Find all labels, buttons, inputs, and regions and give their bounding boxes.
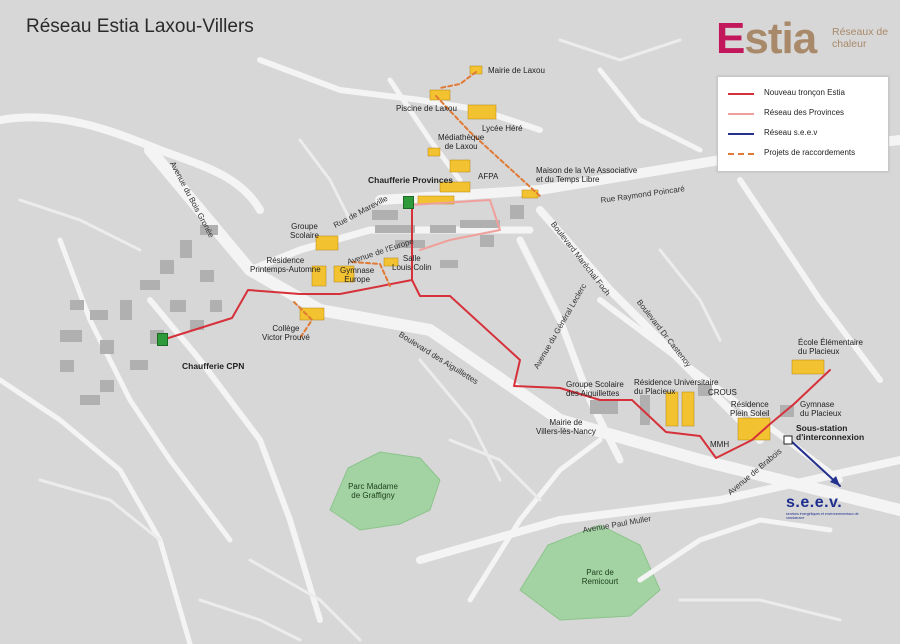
line-projets-3 bbox=[351, 261, 391, 287]
road-network bbox=[0, 57, 900, 644]
line-estia-east bbox=[411, 279, 831, 459]
legend-label: Nouveau tronçon Estia bbox=[764, 88, 845, 97]
legend-swatch bbox=[728, 133, 754, 135]
label-crous: CROUS bbox=[708, 388, 737, 397]
label-salle-colin: Salle Louis Colin bbox=[392, 254, 432, 272]
line-projets-2 bbox=[293, 301, 313, 339]
logo-tagline: Réseaux de chaleur bbox=[832, 26, 889, 50]
building-lycee bbox=[467, 104, 497, 120]
page-title: Réseau Estia Laxou-Villers bbox=[26, 16, 254, 37]
building-ecole-placieux bbox=[791, 359, 825, 375]
label-lycee: Lycée Héré bbox=[482, 124, 523, 133]
building-groupe-scolaire bbox=[315, 235, 339, 251]
label-maison-vie: Maison de la Vie Associative et du Temps… bbox=[536, 166, 638, 184]
chaufferie-provinces-marker bbox=[403, 196, 414, 209]
park-remicourt-area bbox=[519, 524, 661, 621]
building-mediatheque bbox=[427, 147, 441, 157]
legend-label: Projets de raccordements bbox=[764, 148, 856, 157]
building-residence-univ bbox=[665, 391, 679, 427]
label-park-remicourt: Parc de Remicourt bbox=[581, 568, 619, 586]
building-gymnase-europe bbox=[333, 265, 355, 283]
legend-item-estia: Nouveau tronçon Estia bbox=[728, 87, 888, 101]
building-residence-univ-2 bbox=[681, 391, 695, 427]
building-maison-vie bbox=[521, 189, 539, 199]
estia-logo: Estia Réseaux de chaleur bbox=[716, 14, 888, 70]
building-afpa-2 bbox=[439, 181, 471, 193]
network-lines bbox=[161, 71, 841, 487]
label-residence-plein-soleil: Résidence Plein Soleil bbox=[730, 400, 770, 418]
line-projets-1 bbox=[435, 95, 541, 197]
building-piscine bbox=[429, 89, 451, 101]
legend-swatch bbox=[728, 93, 754, 95]
label-groupe-aiguillettes: Groupe Scolaire des Aiguillettes bbox=[566, 380, 624, 398]
legend-item-seev: Réseau s.e.e.v bbox=[728, 127, 888, 141]
legend-item-projets: Projets de raccordements bbox=[728, 147, 888, 161]
seev-logo: s.e.e.v. services énergétiques et enviro… bbox=[786, 494, 866, 520]
building-cluster-placieux bbox=[590, 384, 794, 425]
label-residence-printemps: Résidence Printemps-Automne bbox=[250, 256, 321, 274]
legend-swatch bbox=[728, 153, 754, 155]
label-chaufferie-provinces: Chaufferie Provinces bbox=[368, 175, 454, 185]
building-mairie-laxou bbox=[469, 65, 483, 75]
legend-item-provinces: Réseau des Provinces bbox=[728, 107, 888, 121]
building-college bbox=[299, 307, 325, 321]
label-mmh: MMH bbox=[710, 440, 730, 449]
building-cluster-cpn bbox=[60, 225, 222, 405]
label-mairie-villers: Mairie de Villers-lès-Nancy bbox=[536, 418, 596, 436]
label-gymnase-placieux: Gymnase du Placieux bbox=[800, 400, 842, 418]
label-mediatheque: Médiathèque de Laxou bbox=[438, 133, 485, 151]
label-sous-station: Sous-station d'interconnexion bbox=[796, 423, 865, 442]
legend-label: Réseau s.e.e.v bbox=[764, 128, 818, 137]
legend-swatch bbox=[728, 113, 754, 115]
building-residence-printemps bbox=[311, 265, 327, 287]
seev-arrowhead bbox=[830, 476, 840, 486]
minor-roads bbox=[18, 38, 842, 642]
line-provinces bbox=[409, 199, 501, 251]
building-salle-colin bbox=[383, 257, 399, 267]
connected-buildings bbox=[299, 65, 825, 441]
label-groupe-scolaire: Groupe Scolaire bbox=[290, 222, 319, 240]
label-college: Collège Victor Prouvé bbox=[262, 324, 310, 342]
label-ecole-placieux: École Élémentaire du Placieux bbox=[798, 338, 863, 356]
line-seev bbox=[789, 439, 841, 487]
chaufferie-cpn-marker bbox=[157, 333, 168, 346]
line-projets-4 bbox=[439, 71, 477, 89]
seev-wordmark: s.e.e.v. bbox=[786, 494, 843, 511]
park-graffigny-area bbox=[329, 451, 441, 531]
label-piscine: Piscine de Laxou bbox=[396, 104, 457, 113]
label-mairie-laxou: Mairie de Laxou bbox=[488, 66, 545, 75]
label-residence-univ: Résidence Universitaire du Placieux bbox=[634, 378, 719, 396]
legend-label: Réseau des Provinces bbox=[764, 108, 845, 117]
label-afpa: AFPA bbox=[478, 172, 499, 181]
label-gymnase-europe: Gymnase Europe bbox=[340, 266, 375, 284]
logo-wordmark: Estia bbox=[716, 14, 817, 63]
label-park-graffigny: Parc Madame de Graffigny bbox=[348, 482, 398, 500]
map-legend: Nouveau tronçon Estia Réseau des Provinc… bbox=[717, 76, 889, 172]
label-chaufferie-cpn: Chaufferie CPN bbox=[182, 361, 245, 371]
building-plein-soleil bbox=[737, 417, 771, 441]
sous-station-marker bbox=[783, 435, 793, 445]
seev-subtitle: services énergétiques et environnementau… bbox=[786, 512, 859, 520]
building-cluster-provinces bbox=[372, 205, 524, 268]
building-afpa-1 bbox=[449, 159, 471, 173]
